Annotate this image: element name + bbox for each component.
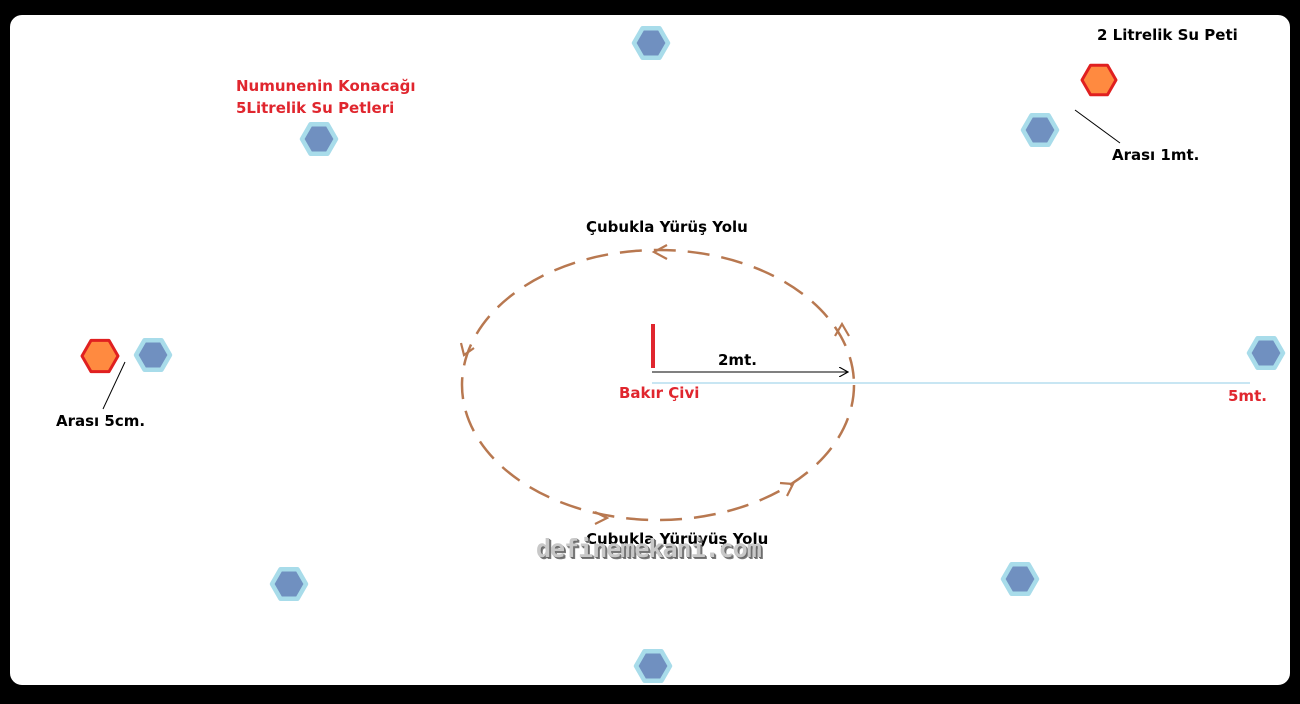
path-arrow-top-icon bbox=[651, 244, 668, 260]
five-litre-bottle-icon-3 bbox=[1020, 113, 1060, 147]
five-litre-bottles bbox=[133, 26, 1286, 683]
two-litre-bottles bbox=[80, 63, 1118, 374]
gap-1m-label: Arası 1mt. bbox=[1112, 146, 1200, 164]
path-arrow-left-icon bbox=[459, 342, 475, 357]
copper-nail-label: Bakır Çivi bbox=[619, 384, 700, 402]
two-litre-bottle-icon-1 bbox=[1080, 63, 1118, 97]
board-frame bbox=[6, 11, 1294, 689]
five-litre-bottles-label: 5Litrelik Su Petleri bbox=[236, 99, 395, 117]
five-litre-bottle-icon-7 bbox=[1000, 562, 1040, 596]
gap-5cm-label: Arası 5cm. bbox=[56, 412, 146, 430]
path-arrow-bottom-right-icon bbox=[779, 481, 795, 497]
distance-5m-label: 5mt. bbox=[1228, 387, 1267, 405]
five-litre-bottle-icon-8 bbox=[633, 649, 673, 683]
radius-2m-label: 2mt. bbox=[718, 351, 757, 369]
five-litre-bottle-icon-2 bbox=[299, 122, 339, 156]
gap-5cm-pointer-line bbox=[102, 361, 126, 410]
five-litre-bottle-icon-4 bbox=[133, 338, 173, 372]
walk-path-bottom-label: Cubukla Yürüyüş Yolu bbox=[586, 530, 769, 548]
sample-location-label: Numunenin Konacağı bbox=[236, 77, 416, 95]
gap-1m-pointer-line bbox=[1074, 109, 1121, 144]
two-litre-bottle-label: 2 Litrelik Su Peti bbox=[1097, 26, 1238, 44]
two-litre-bottle-icon-2 bbox=[80, 338, 120, 374]
five-litre-bottle-icon-1 bbox=[631, 26, 671, 60]
path-arrow-bottom-icon bbox=[594, 511, 610, 525]
path-arrow-right-icon bbox=[834, 321, 850, 337]
walk-path-top-label: Çubukla Yürüş Yolu bbox=[586, 218, 748, 236]
five-litre-bottle-icon-6 bbox=[269, 567, 309, 601]
watermark-text: definemekani.com bbox=[536, 534, 762, 563]
five-litre-bottle-icon-5 bbox=[1246, 336, 1286, 370]
